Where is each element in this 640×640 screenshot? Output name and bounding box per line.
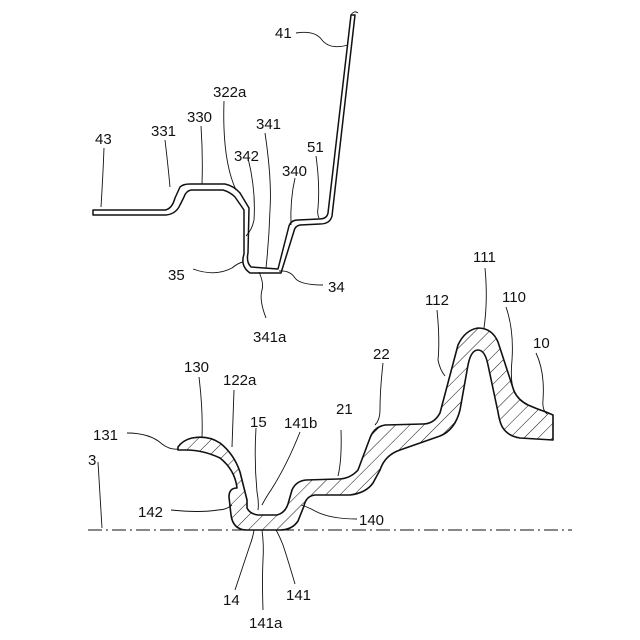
label-331: 331 (151, 123, 176, 140)
label-22: 22 (373, 346, 390, 363)
label-51: 51 (307, 139, 324, 156)
label-111: 111 (473, 249, 496, 266)
label-34: 34 (328, 279, 345, 296)
label-41: 41 (275, 25, 292, 42)
label-110: 110 (502, 289, 526, 306)
label-340: 340 (282, 163, 307, 180)
label-330: 330 (187, 109, 212, 126)
label-322a: 322a (213, 84, 247, 101)
label-43: 43 (95, 131, 112, 148)
label-35: 35 (168, 267, 185, 284)
label-342: 342 (234, 148, 259, 165)
label-141b: 141b (284, 415, 317, 432)
leader-lines (98, 32, 547, 610)
label-131: 131 (93, 427, 118, 444)
label-10: 10 (533, 335, 550, 352)
label-141: 141 (286, 587, 311, 604)
label-130: 130 (184, 359, 209, 376)
label-15: 15 (250, 414, 267, 431)
lower-hatched-section (178, 328, 553, 530)
label-122a: 122a (223, 372, 257, 389)
label-21: 21 (336, 401, 353, 418)
label-141a: 141a (249, 615, 283, 632)
label-112: 112 (425, 292, 449, 309)
label-341a: 341a (253, 329, 287, 346)
label-3: 3 (88, 452, 96, 469)
label-14: 14 (223, 592, 240, 609)
label-140: 140 (359, 512, 384, 529)
label-142: 142 (138, 504, 163, 521)
label-341: 341 (256, 116, 281, 133)
